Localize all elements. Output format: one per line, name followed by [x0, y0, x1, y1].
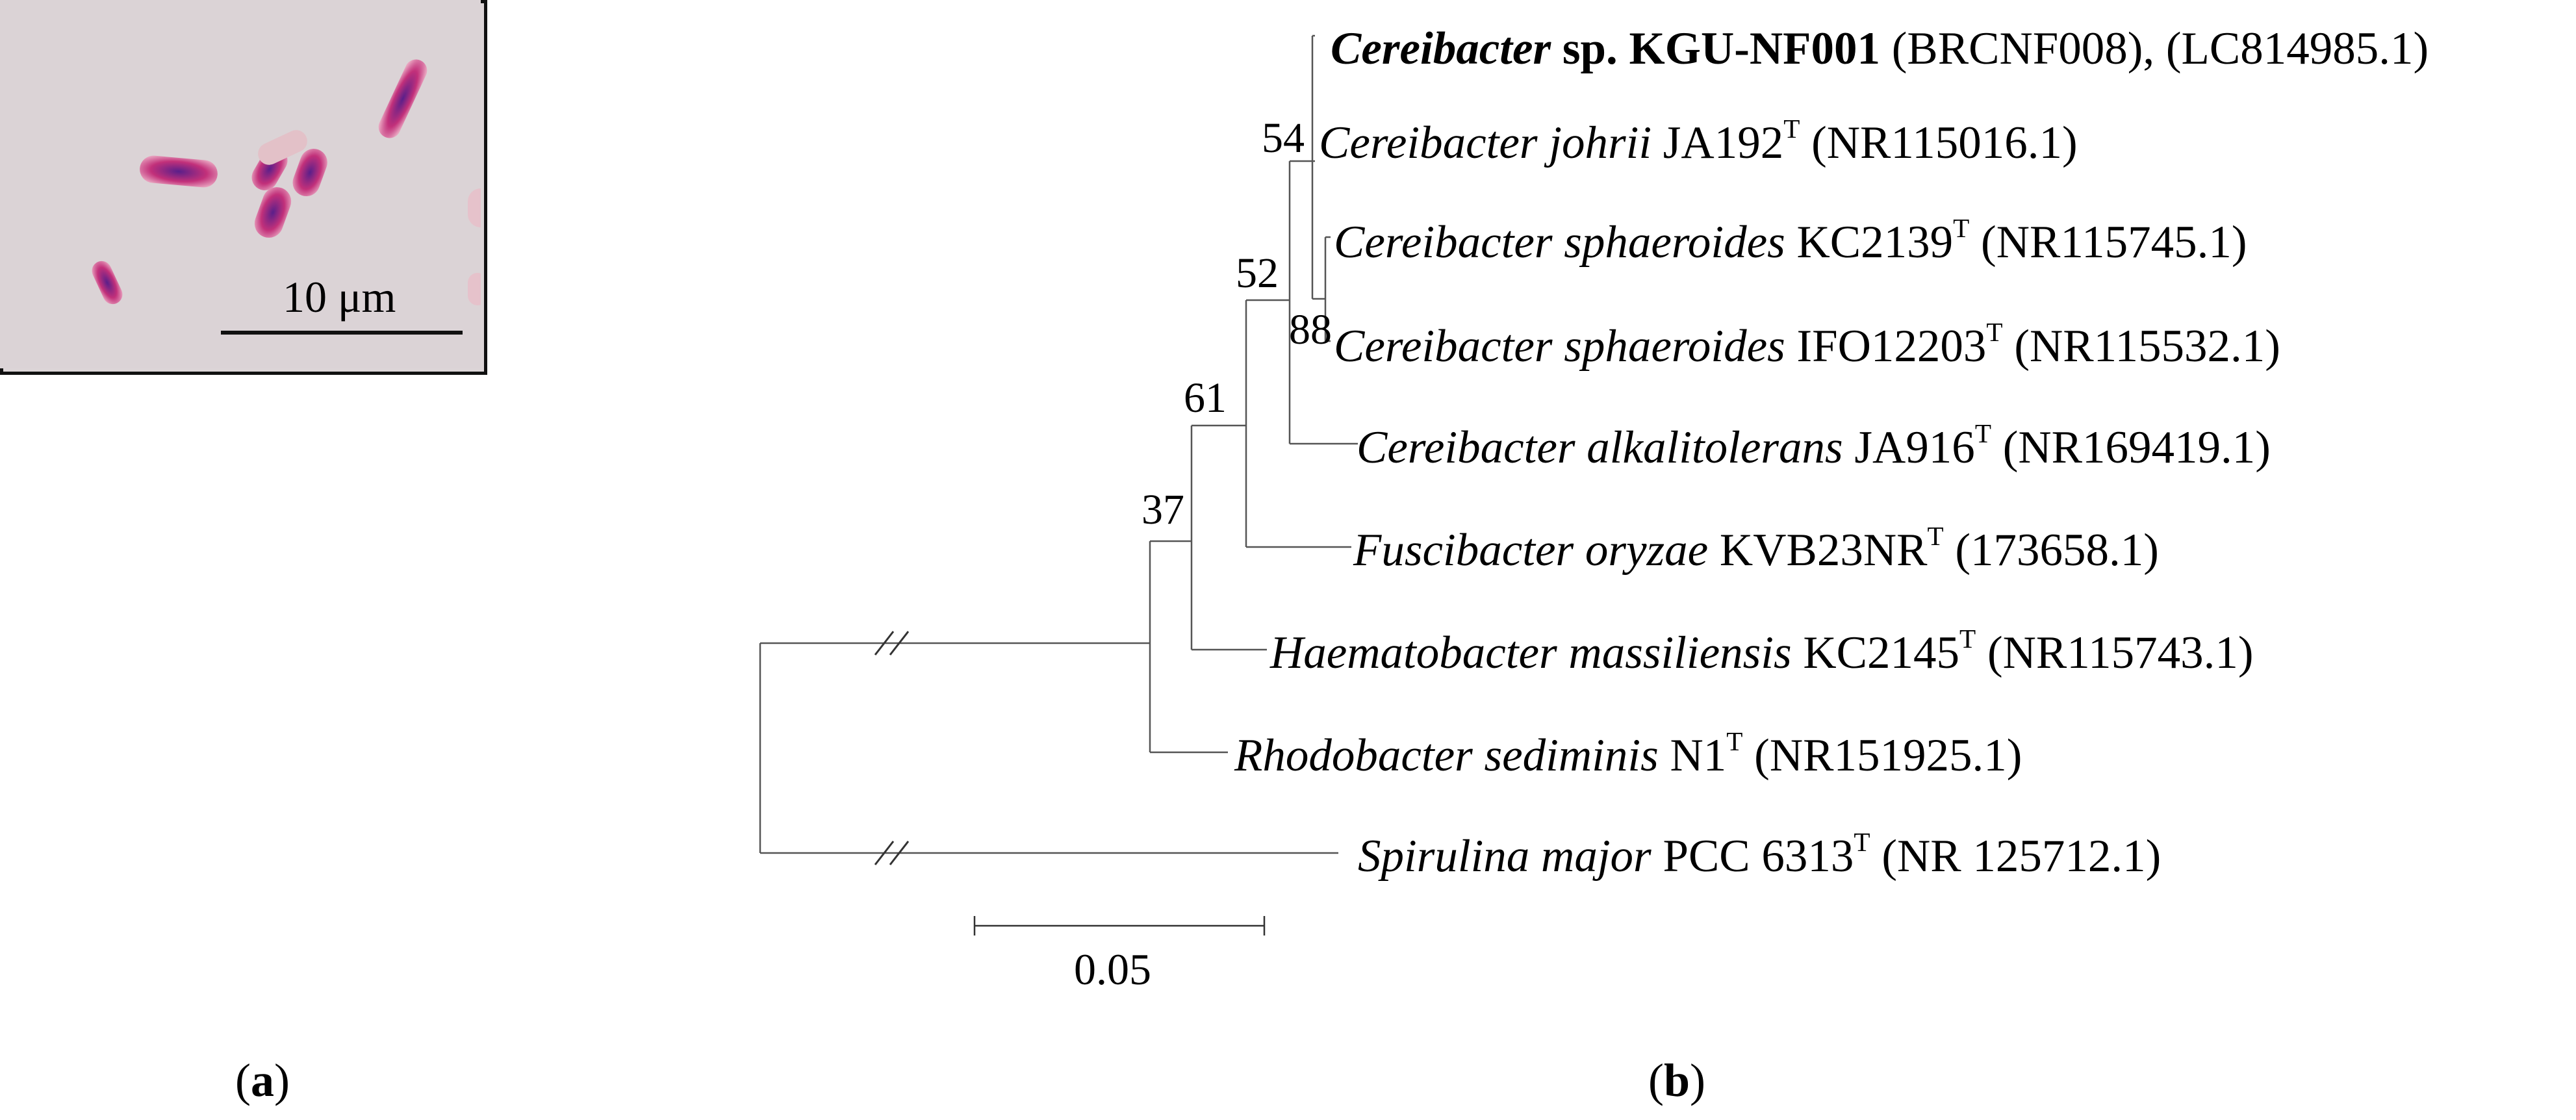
micro-scale-label: 10 μm	[283, 272, 396, 322]
taxon-label: Cereibacter sphaeroides IFO12203T (NR115…	[1334, 317, 2280, 372]
tree-scale-label: 0.05	[1074, 945, 1151, 994]
taxon-label: Cereibacter johrii JA192T (NR115016.1)	[1319, 114, 2078, 168]
taxon-label: Spirulina major PCC 6313T (NR 125712.1)	[1358, 827, 2162, 882]
taxon-label: Cereibacter alkalitolerans JA916T (NR169…	[1357, 418, 2271, 473]
bootstrap-value: 52	[1236, 249, 1279, 297]
taxon-label: Cereibacter sphaeroides KC2139T (NR11574…	[1334, 213, 2247, 268]
taxon-label: Haematobacter massiliensis KC2145T (NR11…	[1270, 624, 2254, 678]
bacterial-cells	[92, 59, 481, 305]
panel-label-b: (b)	[1648, 1054, 1706, 1106]
bootstrap-value: 61	[1184, 374, 1227, 422]
bootstrap-value: 54	[1262, 114, 1305, 162]
taxon-label: Fuscibacter oryzae KVB23NRT (173658.1)	[1353, 521, 2159, 576]
taxon-label: Cereibacter sp. KGU-NF001 (BRCNF008), (L…	[1331, 23, 2429, 74]
taxon-label: Rhodobacter sediminis N1T (NR151925.1)	[1234, 726, 2022, 781]
bootstrap-value: 37	[1141, 486, 1184, 533]
bootstrap-value: 88	[1289, 306, 1332, 353]
branch-break-marks	[874, 631, 910, 865]
panel-label-a: (a)	[235, 1054, 290, 1106]
micrograph-image	[0, 0, 481, 368]
micrograph-panel: 10 μm	[0, 0, 487, 375]
tree-scale-bar	[973, 916, 1266, 935]
